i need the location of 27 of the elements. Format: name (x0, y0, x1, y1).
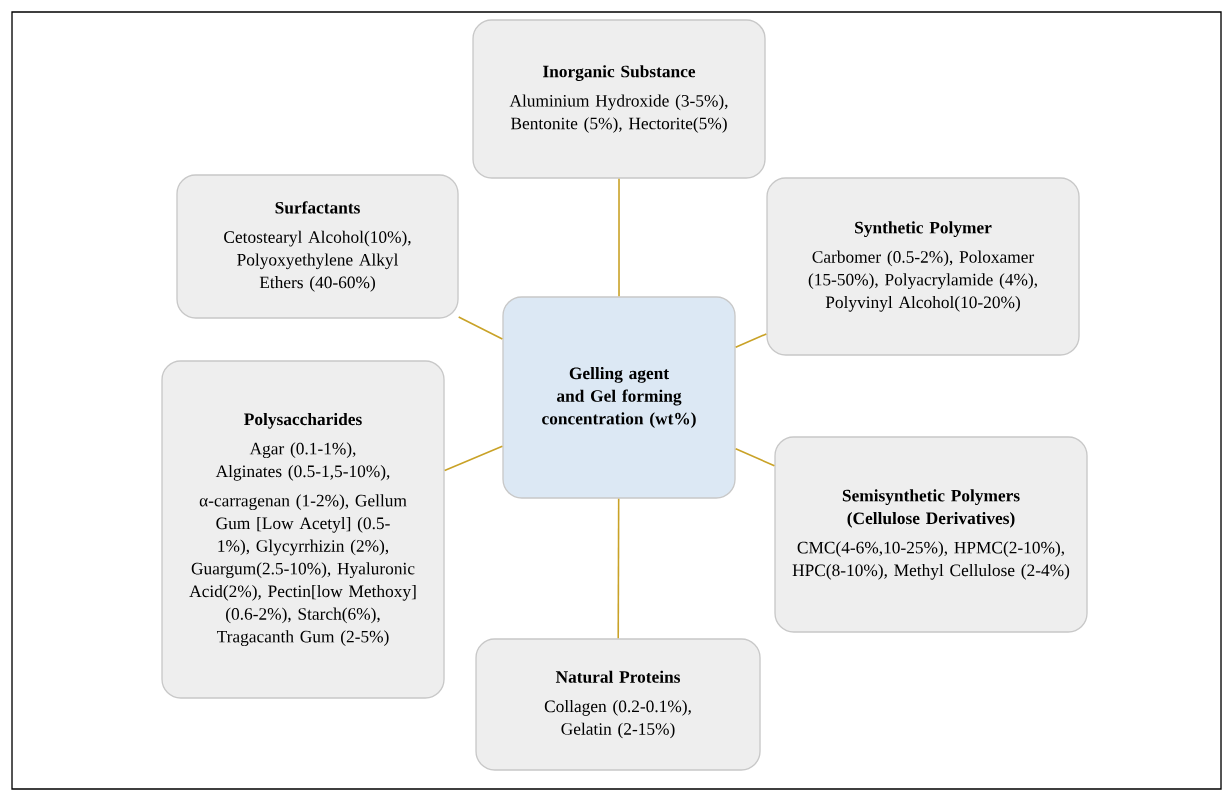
category-box (774, 436, 1088, 633)
title: Gelling agent and Gel forming concentration (wt%) (542, 366, 696, 428)
concentration-list: Carbomer (0.5-2%), Poloxamer (15-50%), Polyacrylamide (4%), Polyvinyl Alcohol(10-20%) (808, 250, 1037, 312)
heading: Inorganic Substance (543, 65, 696, 81)
connector-line (734, 447, 776, 467)
concentration-list: CMC(4-6%,10-25%), HPMC(2-10%), HPC(8-10%), Methyl Cellulose (2-4%) (792, 541, 1070, 580)
heading: Semisynthetic Polymers (Cellulose Derivatives) (842, 489, 1020, 528)
category-box (176, 174, 459, 319)
center-box (502, 296, 736, 499)
category-box (161, 360, 445, 699)
concentration-list: Cetostearyl Alcohol(10%), Polyoxyethylene Alkyl Ethers (40-60%) (224, 230, 411, 292)
category-box (475, 638, 761, 771)
connector-line (734, 333, 768, 348)
concentration-list: Aluminium Hydroxide (3-5%), Bentonite (5%), Hectorite(5%) (509, 94, 728, 133)
connector-line (618, 177, 620, 298)
connector-line (617, 497, 620, 640)
heading: Synthetic Polymer (855, 221, 992, 238)
concentration-list: Agar (0.1-1%), Alginates (0.5-1,5-10%), (215, 442, 390, 481)
heading: Polysaccharides (244, 412, 362, 429)
category-box (472, 19, 766, 179)
connector-line (443, 445, 504, 472)
heading: Surfactants (275, 201, 360, 214)
concentration-list: Collagen (0.2-0.1%), Gelatin (2-15%) (544, 699, 691, 739)
category-box (766, 177, 1080, 356)
heading: Natural Proteins (555, 670, 680, 683)
concentration-list: α-carragenan (1-2%), Gellum Gum [Low Acetyl] (0.5-1%), Glycyrrhizin (2%), Guargum(2.5-10%), Hyaluronic Acid(2%), Pectin[low Methoxy] (0.6-2%), Starch(6%), Tragacanth Gum (2-5%) (189, 494, 416, 647)
connector-line (457, 316, 504, 340)
